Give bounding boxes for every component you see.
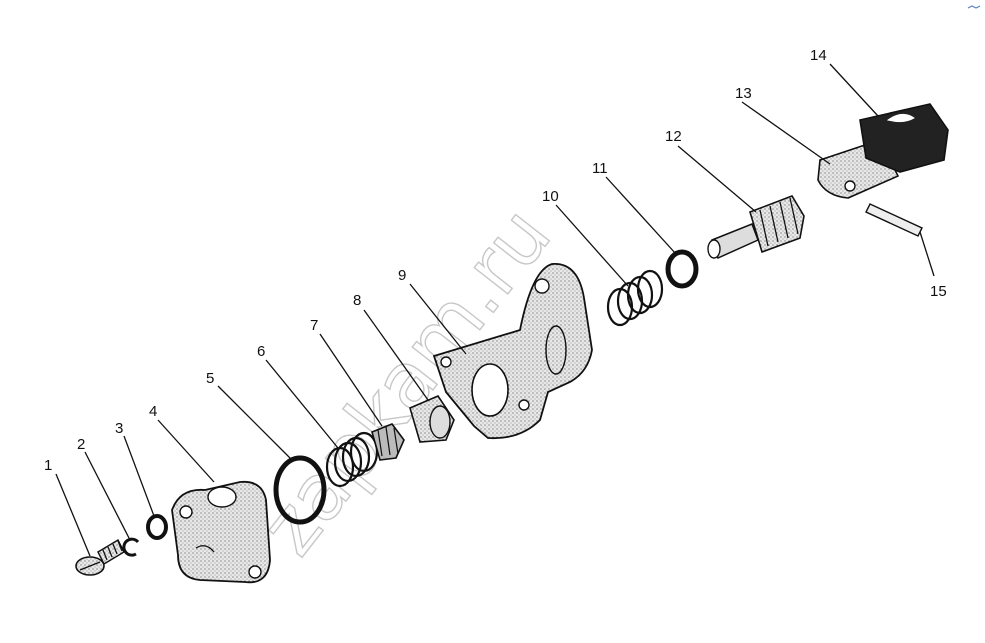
callout-11: 11 xyxy=(592,160,608,177)
part-7-valve-cap xyxy=(371,423,405,461)
callout-4: 4 xyxy=(149,403,157,420)
callout-14: 14 xyxy=(810,47,827,64)
leader-7 xyxy=(319,333,383,427)
callout-15: 15 xyxy=(930,283,947,300)
part-1-screw xyxy=(75,539,125,576)
leader-3 xyxy=(123,435,155,517)
leader-6 xyxy=(265,359,339,449)
leader-13 xyxy=(741,101,831,165)
part-8-bushing xyxy=(409,395,455,443)
leader-8 xyxy=(363,309,429,401)
leader-5 xyxy=(217,385,293,461)
part-14-handle xyxy=(859,103,949,173)
callout-7: 7 xyxy=(310,317,318,334)
corner-mark-icon xyxy=(967,5,981,9)
leader-12 xyxy=(677,145,757,213)
callout-8: 8 xyxy=(353,292,361,309)
leader-4 xyxy=(157,419,215,483)
callout-1: 1 xyxy=(44,457,52,474)
leader-lines xyxy=(55,63,935,557)
callout-5: 5 xyxy=(206,370,214,387)
leader-14 xyxy=(829,63,879,117)
leader-2 xyxy=(84,451,131,541)
part-3-washer xyxy=(146,514,168,540)
leader-15 xyxy=(919,231,935,277)
callout-3: 3 xyxy=(115,420,123,437)
part-10-spring xyxy=(606,269,664,327)
callout-2: 2 xyxy=(77,436,85,453)
part-2-clip xyxy=(122,537,140,557)
callout-12: 12 xyxy=(665,128,682,145)
part-9-housing xyxy=(432,263,593,440)
leader-9 xyxy=(409,283,467,355)
leader-11 xyxy=(605,176,677,255)
leader-10 xyxy=(555,204,629,287)
callout-6: 6 xyxy=(257,343,265,360)
part-11-o-ring xyxy=(665,249,699,289)
callout-labels: 1 2 3 4 5 6 7 8 9 10 11 12 13 14 15 xyxy=(44,47,947,474)
callout-10: 10 xyxy=(542,188,559,205)
part-12-shaft xyxy=(707,195,805,260)
part-4-cover-body xyxy=(171,480,271,584)
part-5-o-ring xyxy=(273,455,327,525)
part-15-pin xyxy=(865,203,923,237)
leader-1 xyxy=(55,473,91,557)
callout-13: 13 xyxy=(735,85,752,102)
callout-9: 9 xyxy=(398,267,406,284)
